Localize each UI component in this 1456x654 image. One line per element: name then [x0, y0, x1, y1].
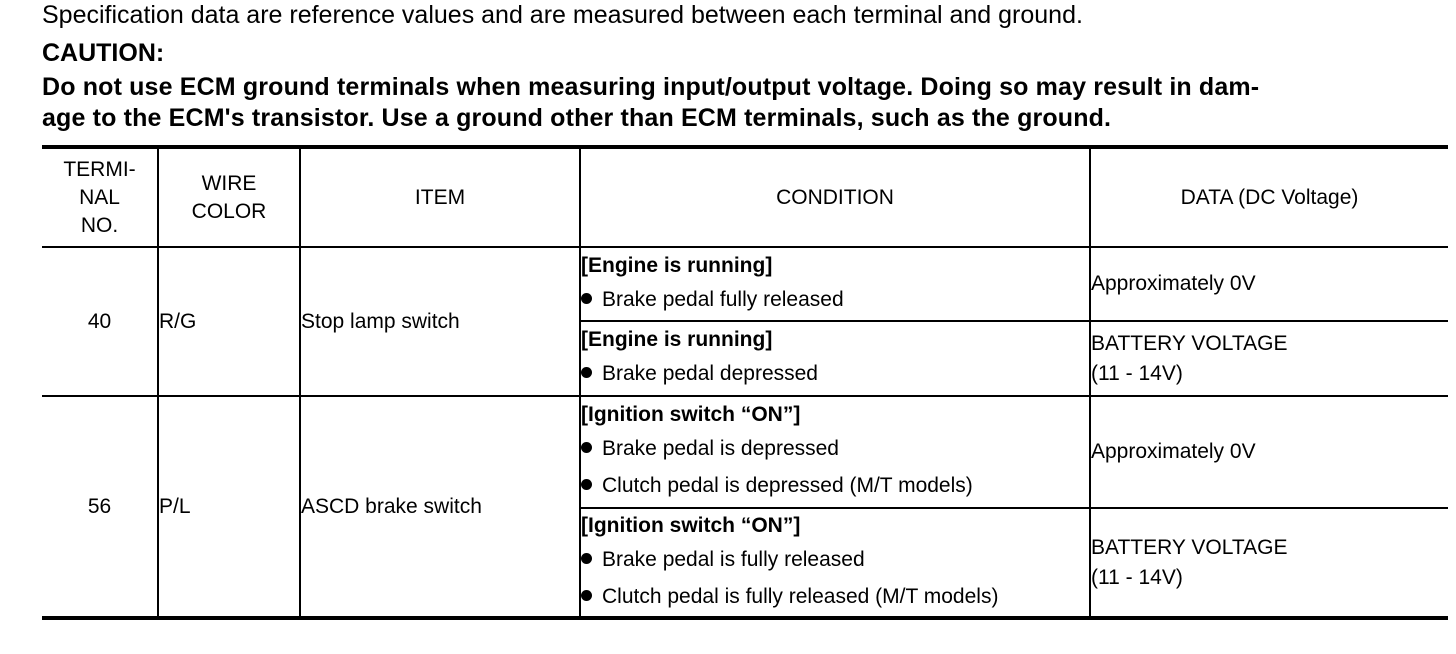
condition-cell: [Engine is running] Brake pedal fully re…	[579, 247, 1090, 322]
header-terminal-line: NO.	[80, 213, 119, 237]
bullet-dot-icon	[581, 552, 592, 564]
condition-heading: [Engine is running]	[581, 253, 773, 277]
header-wire-color: WIRE COLOR	[157, 147, 300, 248]
data-cell: BATTERY VOLTAGE (11 - 14V)	[1089, 321, 1448, 397]
condition-bullet-text: Clutch pedal is fully released (M/T mode…	[602, 584, 999, 608]
table-row: [Engine is running] Brake pedal depresse…	[42, 321, 1448, 397]
header-item: ITEM	[299, 147, 580, 248]
terminal-no-cell: 40	[42, 247, 158, 397]
caution-line-2: age to the ECM's transistor. Use a groun…	[42, 104, 1112, 132]
wire-color-cell: R/G	[157, 247, 300, 397]
intro-text: Specification data are reference values …	[42, 1, 1083, 29]
item-cell: Stop lamp switch	[299, 247, 580, 397]
terminal-no-cell: 56	[42, 396, 158, 619]
data-value: (11 - 14V)	[1091, 565, 1183, 589]
header-terminal-line: NAL	[79, 185, 120, 209]
data-value: Approximately 0V	[1091, 440, 1256, 463]
condition-bullet: Clutch pedal is depressed (M/T models)	[581, 467, 1089, 504]
bullet-dot-icon	[581, 367, 592, 378]
condition-heading: [Ignition switch “ON”]	[581, 513, 801, 537]
table-header-row: TERMI- NAL NO. WIRE COLOR ITEM CONDITION…	[42, 147, 1448, 248]
condition-bullet-text: Brake pedal fully released	[602, 287, 844, 311]
data-value: Approximately 0V	[1091, 272, 1256, 295]
condition-heading: [Engine is running]	[581, 328, 773, 351]
data-value: BATTERY VOLTAGE	[1091, 535, 1288, 559]
condition-bullet: Brake pedal is depressed	[581, 430, 1089, 467]
header-wire-line: COLOR	[191, 199, 267, 223]
condition-cell: [Ignition switch “ON”] Brake pedal is fu…	[579, 508, 1090, 619]
data-cell: Approximately 0V	[1089, 247, 1448, 322]
caution-title: CAUTION:	[42, 39, 165, 67]
header-condition: CONDITION	[579, 147, 1090, 248]
header-terminal-line: TERMI-	[63, 157, 136, 181]
data-value: BATTERY VOLTAGE	[1091, 331, 1288, 355]
bullet-dot-icon	[581, 442, 592, 453]
header-terminal-no: TERMI- NAL NO.	[42, 147, 158, 248]
table-row: 40 R/G Stop lamp switch [Engine is runni…	[42, 247, 1448, 397]
item-cell: ASCD brake switch	[299, 396, 580, 619]
condition-bullet: Brake pedal is fully released	[581, 541, 1089, 578]
condition-bullet-text: Clutch pedal is depressed (M/T models)	[602, 474, 973, 497]
condition-bullet-text: Brake pedal is depressed	[602, 437, 839, 460]
condition-heading: [Ignition switch “ON”]	[581, 403, 801, 426]
terminal-spec-table: TERMI- NAL NO. WIRE COLOR ITEM CONDITION…	[42, 145, 1448, 620]
data-cell: Approximately 0V	[1089, 396, 1448, 509]
caution-text: Do not use ECM ground terminals when mea…	[42, 72, 1448, 134]
wire-color-cell: P/L	[157, 396, 300, 619]
caution-line-1: Do not use ECM ground terminals when mea…	[42, 73, 1260, 101]
bullet-dot-icon	[581, 589, 592, 601]
condition-bullet: Clutch pedal is fully released (M/T mode…	[581, 578, 1089, 615]
data-value: (11 - 14V)	[1091, 361, 1183, 385]
condition-cell: [Ignition switch “ON”] Brake pedal is de…	[579, 396, 1090, 509]
condition-bullet-text: Brake pedal is fully released	[602, 547, 865, 571]
condition-bullet-text: Brake pedal depressed	[602, 362, 818, 385]
table-row: [Ignition switch “ON”] Brake pedal is fu…	[42, 508, 1448, 619]
condition-bullet: Brake pedal fully released	[581, 281, 1089, 318]
data-cell: BATTERY VOLTAGE (11 - 14V)	[1089, 508, 1448, 619]
condition-cell: [Engine is running] Brake pedal depresse…	[579, 321, 1090, 397]
header-wire-line: WIRE	[201, 171, 257, 195]
header-data: DATA (DC Voltage)	[1089, 147, 1448, 248]
bullet-dot-icon	[581, 292, 592, 304]
bullet-dot-icon	[581, 479, 592, 490]
table-row: 56 P/L ASCD brake switch [Ignition switc…	[42, 396, 1448, 619]
condition-bullet: Brake pedal depressed	[581, 355, 1089, 392]
